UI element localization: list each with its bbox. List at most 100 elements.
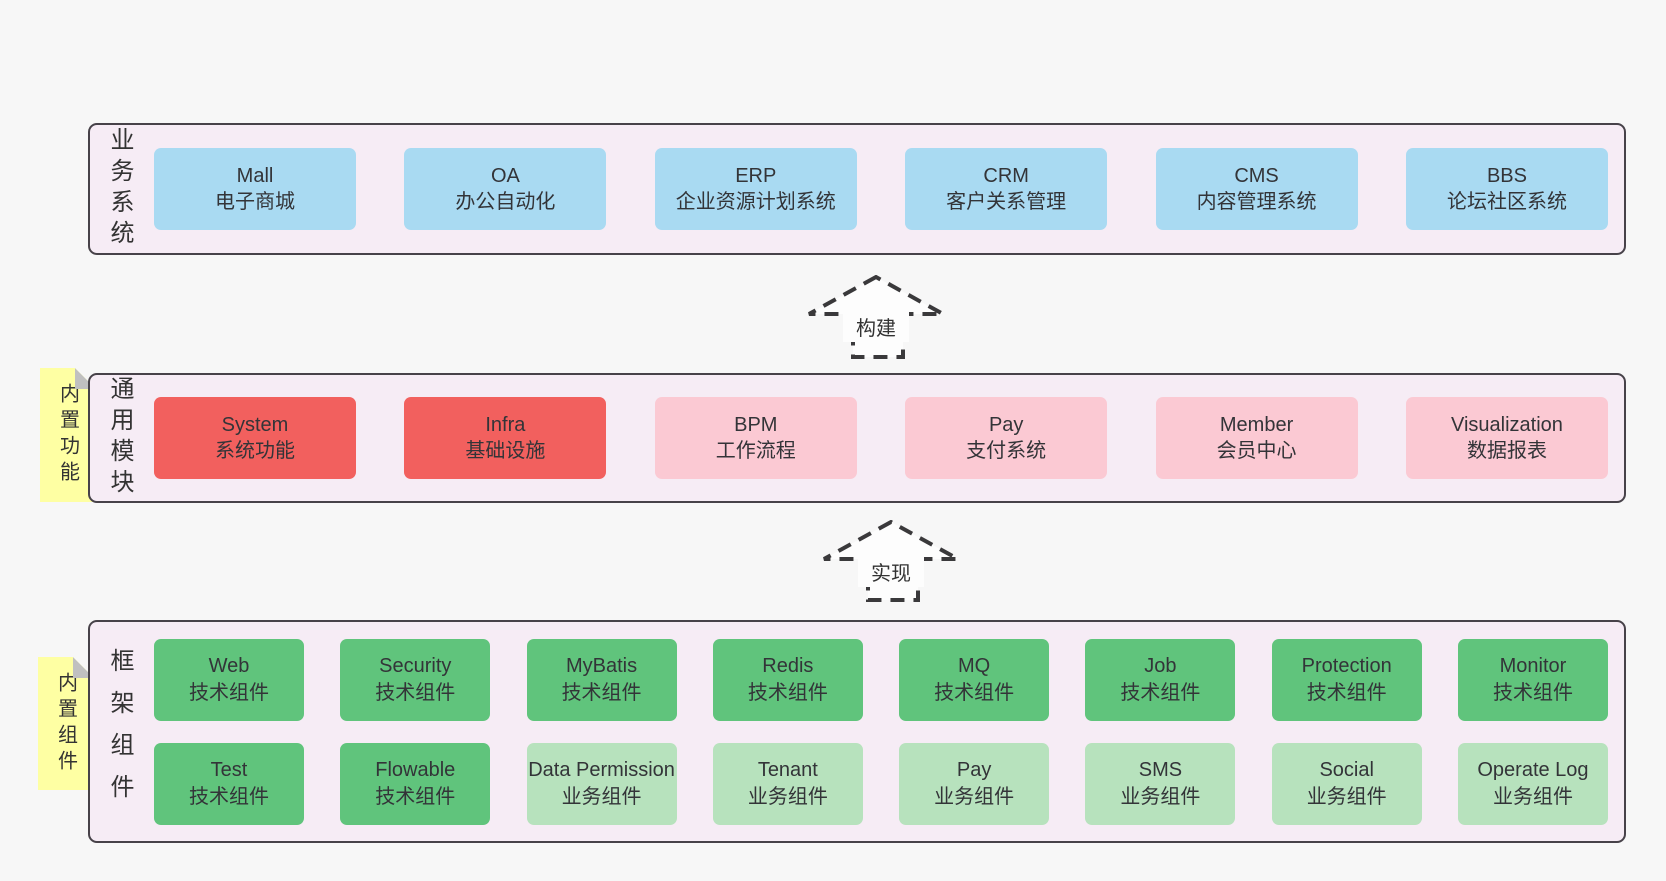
box-visualization: Visualization 数据报表: [1405, 397, 1608, 479]
biz-components-row: Test 技术组件 Flowable 技术组件 Data Permission …: [154, 742, 1608, 825]
box-desc: 数据报表: [1466, 440, 1547, 462]
box-desc: 电子商城: [215, 191, 295, 213]
box-desc: 技术组件: [189, 785, 269, 808]
box-name: Pay: [956, 759, 992, 782]
box-bpm: BPM 工作流程: [654, 397, 857, 479]
box-mybatis: MyBatis 技术组件: [526, 638, 677, 721]
box-name: OA: [490, 164, 520, 187]
box-desc: 技术组件: [561, 681, 642, 704]
business-systems-row: Mall 电子商城 OA 办公自动化 ERP 企业资源计划系统 CRM 客户关系…: [154, 125, 1608, 253]
box-name: CRM: [983, 164, 1029, 187]
box-crm: CRM 客户关系管理: [905, 148, 1108, 230]
box-cms: CMS 内容管理系统: [1155, 148, 1358, 230]
box-desc: 论坛社区系统: [1446, 191, 1567, 213]
box-desc: 业务组件: [561, 785, 642, 808]
box-sms: SMS 业务组件: [1085, 742, 1236, 825]
box-desc: 技术组件: [375, 681, 456, 704]
box-desc: 技术组件: [1306, 681, 1387, 704]
box-desc: 技术组件: [375, 785, 456, 808]
implement-arrow-label: 实现: [858, 556, 924, 587]
box-name: System: [221, 413, 289, 436]
box-infra: Infra 基础设施: [404, 397, 607, 479]
box-desc: 基础设施: [465, 440, 546, 462]
box-name: Flowable: [375, 759, 456, 782]
box-name: Monitor: [1499, 655, 1567, 678]
box-name: Tenant: [757, 759, 818, 782]
box-desc: 工作流程: [715, 440, 796, 462]
box-name: BPM: [734, 413, 778, 436]
business-systems-panel: 业务系统 Mall 电子商城 OA 办公自动化 ERP 企业资源计划系统 CRM…: [88, 123, 1626, 255]
box-monitor: Monitor 技术组件: [1457, 638, 1608, 721]
box-desc: 客户关系管理: [946, 191, 1067, 213]
box-mq: MQ 技术组件: [899, 638, 1050, 721]
box-name: CMS: [1234, 164, 1279, 187]
sticky-note-built-in-components: 内置组件: [38, 657, 94, 790]
panel-title-common-modules: 通用模块: [106, 376, 133, 500]
box-desc: 业务组件: [1306, 785, 1387, 808]
box-desc: 支付系统: [966, 440, 1047, 462]
box-desc: 技术组件: [934, 681, 1015, 704]
box-name: Visualization: [1450, 413, 1563, 436]
box-system: System 系统功能: [154, 397, 356, 479]
box-desc: 业务组件: [1492, 785, 1573, 808]
common-modules-row: System 系统功能 Infra 基础设施 BPM 工作流程 Pay 支付系统…: [154, 375, 1608, 501]
box-desc: 会员中心: [1216, 440, 1297, 462]
box-name: ERP: [735, 164, 777, 187]
box-desc: 企业资源计划系统: [675, 191, 836, 213]
box-erp: ERP 企业资源计划系统: [654, 148, 857, 230]
box-name: Mall: [236, 164, 274, 187]
box-bbs: BBS 论坛社区系统: [1405, 148, 1608, 230]
box-security: Security 技术组件: [340, 638, 491, 721]
box-data-permission: Data Permission 业务组件: [526, 742, 677, 825]
framework-components-panel: 框架组件 Web 技术组件 Security 技术组件 MyBatis 技术组件…: [88, 620, 1626, 843]
box-name: Operate Log: [1477, 759, 1589, 782]
box-job: Job 技术组件: [1085, 638, 1236, 721]
box-name: MyBatis: [566, 655, 638, 678]
box-name: Social: [1319, 759, 1374, 782]
panel-title-framework-components: 框架组件: [106, 647, 133, 816]
box-tenant: Tenant 业务组件: [712, 742, 863, 825]
box-oa: OA 办公自动化: [404, 148, 607, 230]
box-desc: 系统功能: [215, 440, 295, 462]
build-arrow-label: 构建: [843, 311, 909, 342]
sticky-note-built-in-features: 内置功能: [40, 368, 96, 502]
box-desc: 业务组件: [1120, 785, 1201, 808]
box-name: Data Permission: [528, 759, 675, 782]
box-name: MQ: [958, 655, 991, 678]
tech-components-row: Web 技术组件 Security 技术组件 MyBatis 技术组件 Redi…: [154, 638, 1608, 721]
sticky-note-label: 内置功能: [56, 383, 79, 487]
box-name: Security: [379, 655, 452, 678]
box-social: Social 业务组件: [1271, 742, 1422, 825]
box-pay-component: Pay 业务组件: [899, 742, 1050, 825]
box-name: Protection: [1301, 655, 1392, 678]
common-modules-panel: 通用模块 System 系统功能 Infra 基础设施 BPM 工作流程 Pay…: [88, 373, 1626, 503]
box-name: BBS: [1486, 164, 1527, 187]
box-name: Redis: [762, 655, 814, 678]
panel-title-business-systems: 业务系统: [106, 127, 133, 251]
box-name: SMS: [1138, 759, 1183, 782]
box-desc: 技术组件: [189, 681, 269, 704]
box-name: Web: [208, 655, 250, 678]
box-mall: Mall 电子商城: [154, 148, 356, 230]
box-name: Member: [1219, 413, 1294, 436]
box-protection: Protection 技术组件: [1271, 638, 1422, 721]
box-name: Job: [1144, 655, 1177, 678]
box-desc: 办公自动化: [455, 191, 556, 213]
box-desc: 技术组件: [747, 681, 828, 704]
box-desc: 技术组件: [1120, 681, 1201, 704]
box-flowable: Flowable 技术组件: [340, 742, 491, 825]
box-member: Member 会员中心: [1155, 397, 1358, 479]
box-desc: 技术组件: [1492, 681, 1573, 704]
box-pay-module: Pay 支付系统: [905, 397, 1108, 479]
box-test: Test 技术组件: [154, 742, 304, 825]
box-desc: 业务组件: [747, 785, 828, 808]
sticky-note-label: 内置组件: [54, 671, 77, 776]
box-name: Pay: [988, 413, 1024, 436]
box-desc: 内容管理系统: [1196, 191, 1317, 213]
box-name: Test: [210, 759, 248, 782]
box-web: Web 技术组件: [154, 638, 304, 721]
box-operate-log: Operate Log 业务组件: [1457, 742, 1608, 825]
box-desc: 业务组件: [934, 785, 1015, 808]
box-name: Infra: [485, 413, 526, 436]
framework-components-grid: Web 技术组件 Security 技术组件 MyBatis 技术组件 Redi…: [154, 622, 1608, 841]
